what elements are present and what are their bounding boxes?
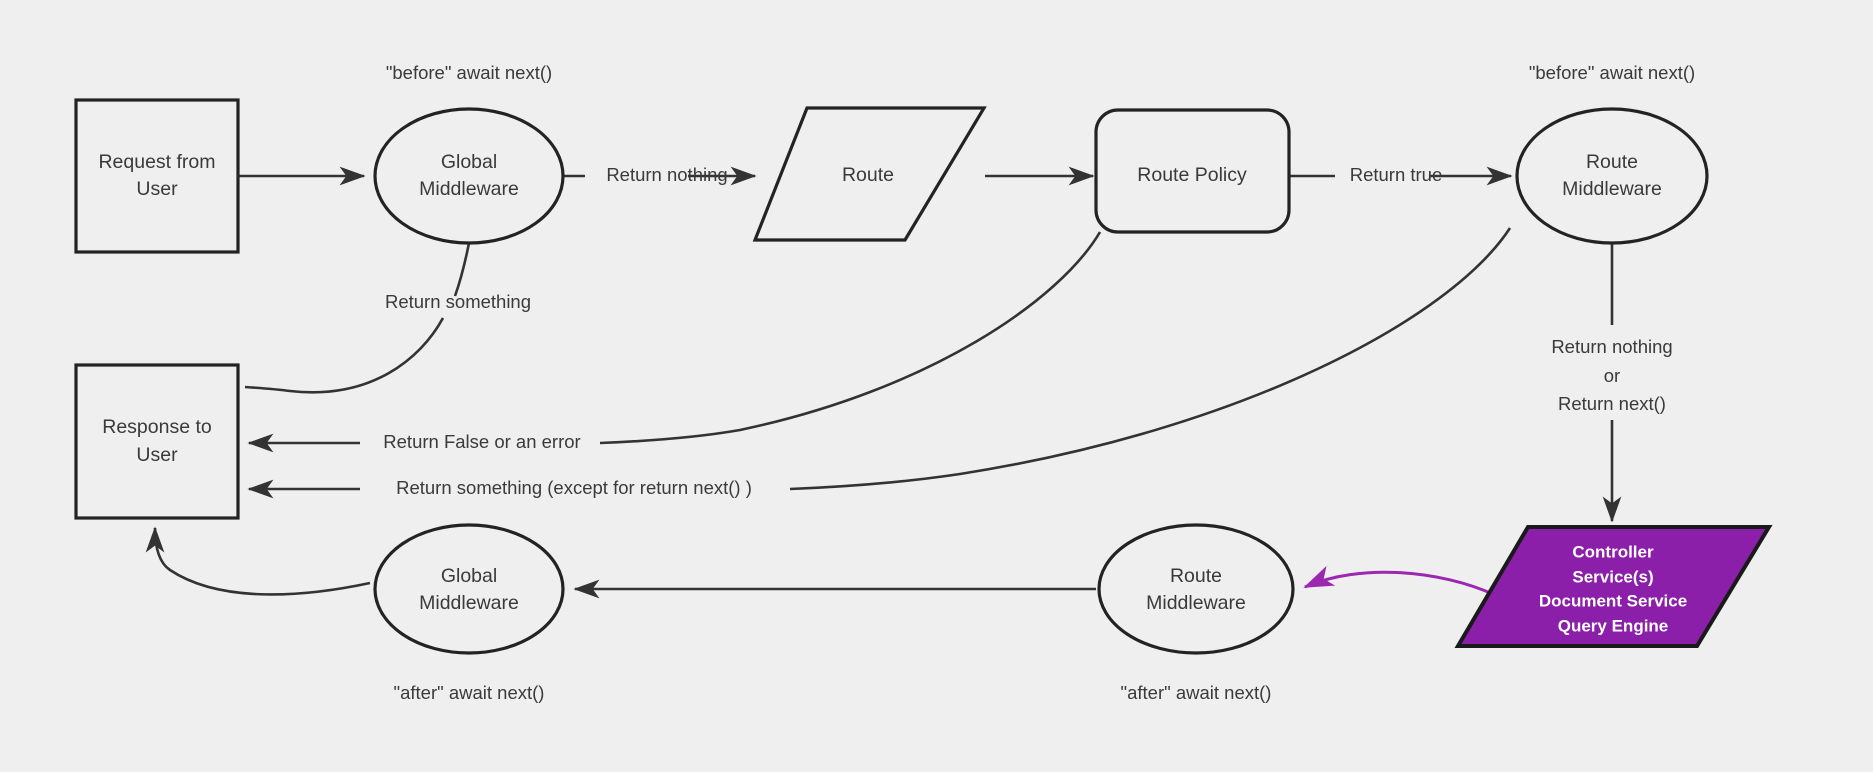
node-route[interactable]: Route <box>752 106 987 242</box>
global-middleware-before-label-line2: Middleware <box>419 178 519 200</box>
node-route-middleware-before[interactable]: Route Middleware <box>1515 107 1709 245</box>
controller-services-shape <box>1454 525 1773 648</box>
node-response-to-user[interactable]: Response to User <box>74 363 240 520</box>
edge-label-return-false-or-error: Return False or an error <box>383 431 580 452</box>
edge-label-return-true: Return true <box>1350 164 1443 185</box>
request-from-user-label-line2: User <box>136 178 178 200</box>
global-middleware-before-shape <box>373 107 565 245</box>
global-middleware-before-label-line1: Global <box>441 151 497 173</box>
route-middleware-after-label-line1: Route <box>1170 565 1222 587</box>
response-to-user-shape <box>74 363 240 520</box>
global-middleware-after-label-line2: Middleware <box>419 592 519 614</box>
edge-label-return-nothing: Return nothing <box>606 164 727 185</box>
controller-services-label-line1: Controller <box>1572 542 1654 561</box>
route-middleware-after-label-line2: Middleware <box>1146 592 1246 614</box>
route-middleware-before-shape <box>1515 107 1709 245</box>
response-to-user-label-line1: Response to <box>102 416 212 438</box>
route-label: Route <box>842 164 894 186</box>
edge-label-return-nothing-or-next-line2: or <box>1604 365 1620 386</box>
controller-services-label-line4: Query Engine <box>1558 616 1669 635</box>
edge-global-middleware-to-response-return-something <box>244 317 445 394</box>
node-global-middleware-before[interactable]: Global Middleware <box>373 107 565 245</box>
edge-label-return-nothing-or-next-line3: Return next() <box>1558 393 1666 414</box>
route-policy-shape <box>1094 108 1291 234</box>
node-global-middleware-after[interactable]: Global Middleware <box>373 523 565 655</box>
edge-route-policy-to-label-return-false <box>599 231 1102 445</box>
global-middleware-after-shape <box>373 523 565 655</box>
response-to-user-label-line2: User <box>136 444 178 466</box>
route-middleware-before-label-line2: Middleware <box>1562 178 1662 200</box>
route-policy-label: Route Policy <box>1137 164 1247 186</box>
edge-global-middleware-return-something-stub <box>453 242 471 297</box>
request-from-user-label-line1: Request from <box>98 151 215 173</box>
edge-controller-services-to-route-middleware-after <box>1303 565 1496 597</box>
edge-label-return-something-except: Return something (except for return next… <box>396 477 752 498</box>
annotation-after-await-next-route: "after" await next() <box>1121 682 1272 703</box>
controller-services-label-line2: Service(s) <box>1572 567 1653 586</box>
route-shape <box>752 106 987 242</box>
node-route-policy[interactable]: Route Policy <box>1094 108 1291 234</box>
node-request-from-user[interactable]: Request from User <box>74 98 240 254</box>
node-route-middleware-after[interactable]: Route Middleware <box>1097 523 1295 655</box>
request-from-user-shape <box>74 98 240 254</box>
edge-label-return-something: Return something <box>385 291 531 312</box>
annotation-after-await-next-global: "after" await next() <box>394 682 545 703</box>
route-middleware-before-label-line1: Route <box>1586 151 1638 173</box>
controller-services-label-line3: Document Service <box>1539 591 1687 610</box>
node-controller-services[interactable]: Controller Service(s) Document Service Q… <box>1454 525 1773 648</box>
route-middleware-after-shape <box>1097 523 1295 655</box>
edge-route-middleware-to-label-return-something-except <box>789 227 1512 491</box>
edge-global-middleware-after-to-response <box>145 526 371 596</box>
annotation-before-await-next-global: "before" await next() <box>386 62 552 83</box>
edge-label-return-nothing-or-next-line1: Return nothing <box>1551 336 1672 357</box>
annotation-before-await-next-route: "before" await next() <box>1529 62 1695 83</box>
global-middleware-after-label-line1: Global <box>441 565 497 587</box>
